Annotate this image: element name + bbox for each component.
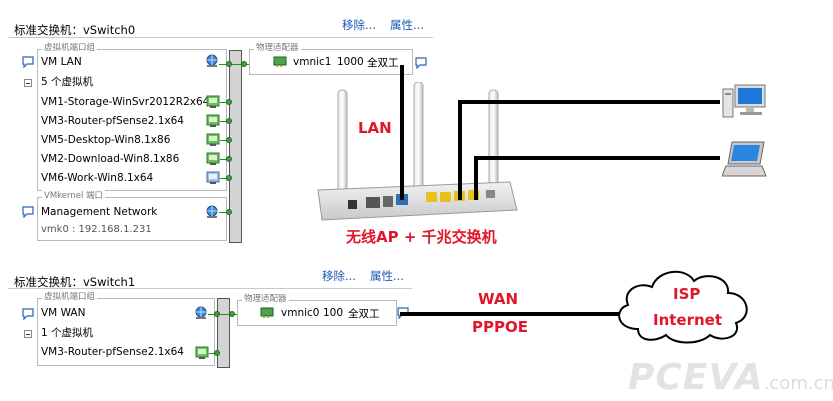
wan-cable: [400, 312, 626, 316]
vm-powered-off-icon: [206, 171, 220, 184]
ap-switch-label: 无线AP + 千兆交换机: [346, 228, 497, 246]
wan-label: WAN: [478, 290, 519, 308]
network-globe-icon[interactable]: [205, 54, 219, 68]
network-globe-icon[interactable]: [205, 205, 219, 219]
nic-speed: 100: [323, 307, 344, 319]
vm-portgroup-label: 虚拟机端口组: [42, 291, 98, 304]
collapse-toggle[interactable]: [24, 79, 32, 87]
nic-icon: [260, 307, 274, 318]
speech-icon[interactable]: [22, 308, 34, 320]
internet-label: Internet: [653, 311, 723, 329]
nic-duplex: 全双工: [348, 308, 380, 320]
network-globe-icon[interactable]: [194, 306, 208, 320]
vm-item[interactable]: VM5-Desktop-Win8.1x86: [41, 134, 171, 146]
management-network-label[interactable]: Management Network: [41, 206, 158, 218]
wire: [220, 102, 230, 103]
collapse-toggle[interactable]: [24, 330, 32, 338]
port-dot: [226, 156, 232, 162]
vm-item[interactable]: VM2-Download-Win8.1x86: [41, 153, 180, 165]
nic-name[interactable]: vmnic1: [293, 56, 332, 68]
vm-item[interactable]: VM3-Router-pfSense2.1x64: [41, 346, 184, 358]
vm-count-label: 5 个虚拟机: [41, 76, 94, 88]
vm-icon: [195, 346, 209, 359]
vm-item[interactable]: VM6-Work-Win8.1x64: [41, 172, 154, 184]
speech-icon[interactable]: [415, 57, 427, 69]
lan-cable: [400, 65, 404, 200]
port-dot: [214, 311, 220, 317]
laptop-cable-horizontal: [474, 156, 720, 160]
vswitch0-remove-link[interactable]: 移除...: [342, 18, 376, 32]
port-dot: [226, 209, 232, 215]
speech-icon[interactable]: [22, 206, 34, 218]
laptop-icon: [722, 141, 767, 177]
watermark-suffix: .com.cn: [763, 373, 833, 394]
pc-cable-vertical: [458, 100, 462, 200]
port-dot: [214, 350, 220, 356]
wire: [220, 121, 230, 122]
vswitch1-remove-link[interactable]: 移除...: [322, 269, 356, 283]
vm-icon: [206, 152, 220, 165]
vm-icon: [206, 95, 220, 108]
vswitch0-header-rule: [8, 37, 433, 38]
port-dot: [226, 137, 232, 143]
vm-portgroup-label: 虚拟机端口组: [42, 42, 98, 55]
lan-label: LAN: [358, 119, 392, 137]
wireless-router-illustration: [317, 82, 518, 221]
wire: [208, 314, 238, 315]
vm-wan-label[interactable]: VM WAN: [41, 307, 86, 319]
vm-item[interactable]: VM3-Router-pfSense2.1x64: [41, 115, 184, 127]
pc-cable-horizontal: [458, 100, 720, 104]
watermark-brand: PCEVA: [628, 357, 764, 398]
vswitch1-header-rule: [8, 288, 412, 289]
port-dot: [226, 99, 232, 105]
physical-adapter-label: 物理适配器: [254, 42, 301, 55]
wire: [220, 178, 230, 179]
port-dot: [226, 61, 232, 67]
vswitch1-switch-bar: [217, 298, 230, 368]
port-dot: [241, 61, 247, 67]
wire: [220, 140, 230, 141]
laptop-cable-vertical: [474, 156, 478, 200]
port-dot: [226, 175, 232, 181]
wire: [219, 64, 249, 65]
vm-icon: [206, 114, 220, 127]
vswitch1-title: 标准交换机：vSwitch1: [14, 275, 136, 289]
vmk-address: vmk0 : 192.168.1.231: [41, 224, 152, 235]
vswitch1-properties-link[interactable]: 属性...: [370, 269, 404, 283]
vm-item[interactable]: VM1-Storage-WinSvr2012R2x64: [41, 96, 210, 108]
physical-adapter-label: 物理适配器: [242, 293, 289, 306]
speech-icon[interactable]: [22, 56, 34, 68]
vswitch0-vmkernel-port: VMkernel 端口: [37, 190, 227, 241]
nic-duplex: 全双工: [367, 57, 399, 69]
port-dot: [226, 118, 232, 124]
vm-count-label: 1 个虚拟机: [41, 327, 94, 339]
vswitch0-vm-portgroup: 虚拟机端口组: [37, 42, 227, 191]
wire: [220, 159, 230, 160]
desktop-pc-icon: [722, 84, 766, 118]
wire: [219, 212, 230, 213]
vswitch1-vm-portgroup: 虚拟机端口组: [37, 291, 215, 366]
isp-cloud: [618, 271, 748, 344]
pppoe-label: PPPOE: [472, 318, 528, 336]
vswitch0-properties-link[interactable]: 属性...: [390, 18, 424, 32]
vswitch0-title: 标准交换机：vSwitch0: [14, 23, 136, 37]
nic-name[interactable]: vmnic0: [281, 307, 320, 319]
nic-icon: [273, 56, 287, 67]
port-dot: [229, 311, 235, 317]
vm-lan-label[interactable]: VM LAN: [41, 56, 82, 68]
watermark: PCEVA.com.cn: [628, 357, 833, 398]
vmkernel-port-label: VMkernel 端口: [42, 190, 106, 203]
isp-label: ISP: [673, 285, 701, 303]
nic-speed: 1000: [337, 56, 364, 68]
vm-icon: [206, 133, 220, 146]
vswitch0-switch-bar: [229, 50, 242, 243]
